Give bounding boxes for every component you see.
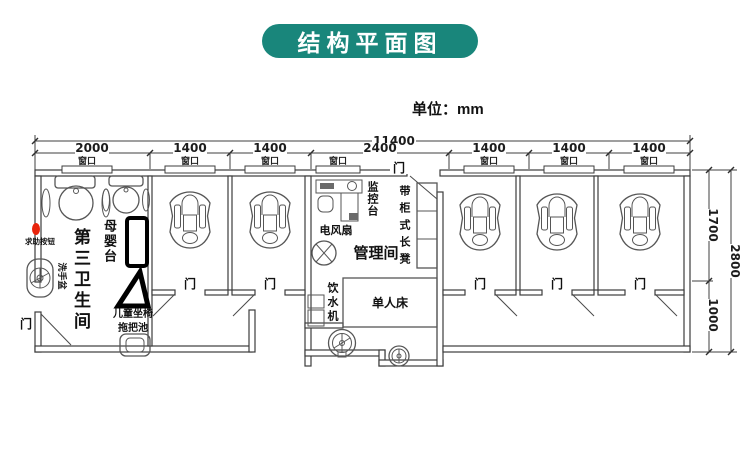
right-wall	[683, 175, 691, 353]
dim-segment-1: 1400	[173, 141, 206, 155]
dim-segment-0: 2000	[75, 141, 108, 155]
dim-right-total: 2800	[728, 244, 742, 277]
third-restroom-label: 第三卫生间	[71, 228, 90, 333]
title-badge: 结构平面图	[262, 24, 478, 58]
management-room-label: 管理间	[353, 244, 398, 262]
windows: 窗口 窗口 窗口 窗口 窗口 窗口 窗口	[61, 155, 675, 174]
door-label-entrance: 门	[393, 160, 405, 175]
stall-front-d1	[519, 289, 543, 296]
squat-toilet-d	[536, 193, 578, 251]
dim-right-upper: 1700	[706, 208, 720, 241]
door-label-stall-a: 门	[184, 276, 196, 291]
door-label-stall-b: 门	[264, 276, 276, 291]
baby-care-table-icon	[125, 216, 149, 268]
single-bed-icon	[342, 277, 438, 328]
stall-front-e1	[597, 289, 626, 296]
entrance-stub-wall	[248, 309, 256, 353]
stall-front-c2	[494, 289, 517, 296]
electric-fan-icon	[311, 240, 337, 266]
window-2	[164, 165, 216, 174]
child-seat-label: 儿童坐椅	[112, 307, 153, 320]
squat-toilet-e	[619, 193, 661, 251]
top-dimension-lines: 11400 2000 1400 1400 2400	[31, 134, 694, 170]
management-bottom-wall-b	[378, 359, 444, 367]
management-right-wall	[436, 191, 444, 367]
washbasin-icon	[26, 258, 54, 298]
mop-sink-icon	[119, 333, 151, 357]
window-7	[623, 165, 675, 174]
partition-3	[515, 175, 521, 291]
dim-segment-4: 1400	[472, 141, 505, 155]
dim-right-lower: 1000	[706, 298, 720, 331]
unit-note: 单位：mm	[412, 101, 484, 118]
door-label-stall-d: 门	[551, 276, 563, 291]
water-dispenser-icon	[307, 294, 325, 327]
squat-toilet-a	[169, 191, 211, 249]
window-3	[244, 165, 296, 174]
window-label-4: 窗口	[329, 155, 347, 166]
water-dispenser-label: 饮水机	[326, 282, 338, 324]
stall-front-a2	[204, 289, 229, 296]
management-bottom-wall-a	[304, 349, 386, 357]
window-label-6: 窗口	[560, 155, 578, 166]
accessible-toilet-1	[41, 175, 111, 221]
door-label-stall-c: 门	[474, 276, 486, 291]
monitor-desk-icon	[315, 179, 363, 222]
round-sink-2	[388, 345, 410, 367]
accessible-toilet-2	[102, 175, 150, 214]
cabinet-bench-icon	[416, 182, 438, 269]
window-4	[315, 165, 361, 174]
door-label-stall-e: 门	[634, 276, 646, 291]
dim-segment-6: 1400	[632, 141, 665, 155]
mop-sink-label: 拖把池	[118, 321, 148, 334]
washbasin-label: 洗手盆	[57, 262, 68, 290]
squat-toilet-c	[459, 193, 501, 251]
stall-front-b1	[231, 289, 256, 296]
cabinet-bench-label: 带柜式长凳	[398, 185, 410, 270]
baby-care-table-label: 母婴台	[102, 219, 117, 264]
round-sink-1	[327, 328, 357, 358]
dim-segment-5: 1400	[552, 141, 585, 155]
dim-segment-2: 1400	[253, 141, 286, 155]
management-left-wall	[304, 175, 312, 367]
electric-fan-label: 电风扇	[320, 223, 353, 237]
window-label-7: 窗口	[640, 155, 658, 166]
stall-front-d2	[571, 289, 595, 296]
partition-2	[227, 175, 233, 291]
window-label-1: 窗口	[78, 155, 96, 166]
stall-front-c1	[442, 289, 466, 296]
child-seat-icon	[113, 265, 152, 309]
partition-4	[593, 175, 599, 291]
window-5	[463, 165, 515, 174]
help-button-label: 求助按钮	[25, 236, 55, 246]
squat-toilet-b	[249, 191, 291, 249]
window-label-5: 窗口	[480, 155, 498, 166]
stall-front-a1	[151, 289, 176, 296]
window-label-2: 窗口	[181, 155, 199, 166]
window-6	[543, 165, 595, 174]
monitor-desk-label: 监控台	[366, 181, 378, 217]
window-1	[61, 165, 113, 174]
door-label-left: 门	[20, 316, 32, 331]
window-label-3: 窗口	[261, 155, 279, 166]
stall-front-e2	[654, 289, 685, 296]
page-title: 结构平面图	[297, 30, 443, 56]
right-dimension-lines: 1700 1000 2800	[692, 166, 742, 356]
stall-front-b2	[284, 289, 306, 296]
bottom-wall-right	[442, 345, 691, 353]
dim-segment-3: 2400	[363, 141, 396, 155]
door-swings	[40, 175, 678, 346]
single-bed-label: 单人床	[372, 295, 409, 310]
help-button-dot	[32, 223, 40, 235]
